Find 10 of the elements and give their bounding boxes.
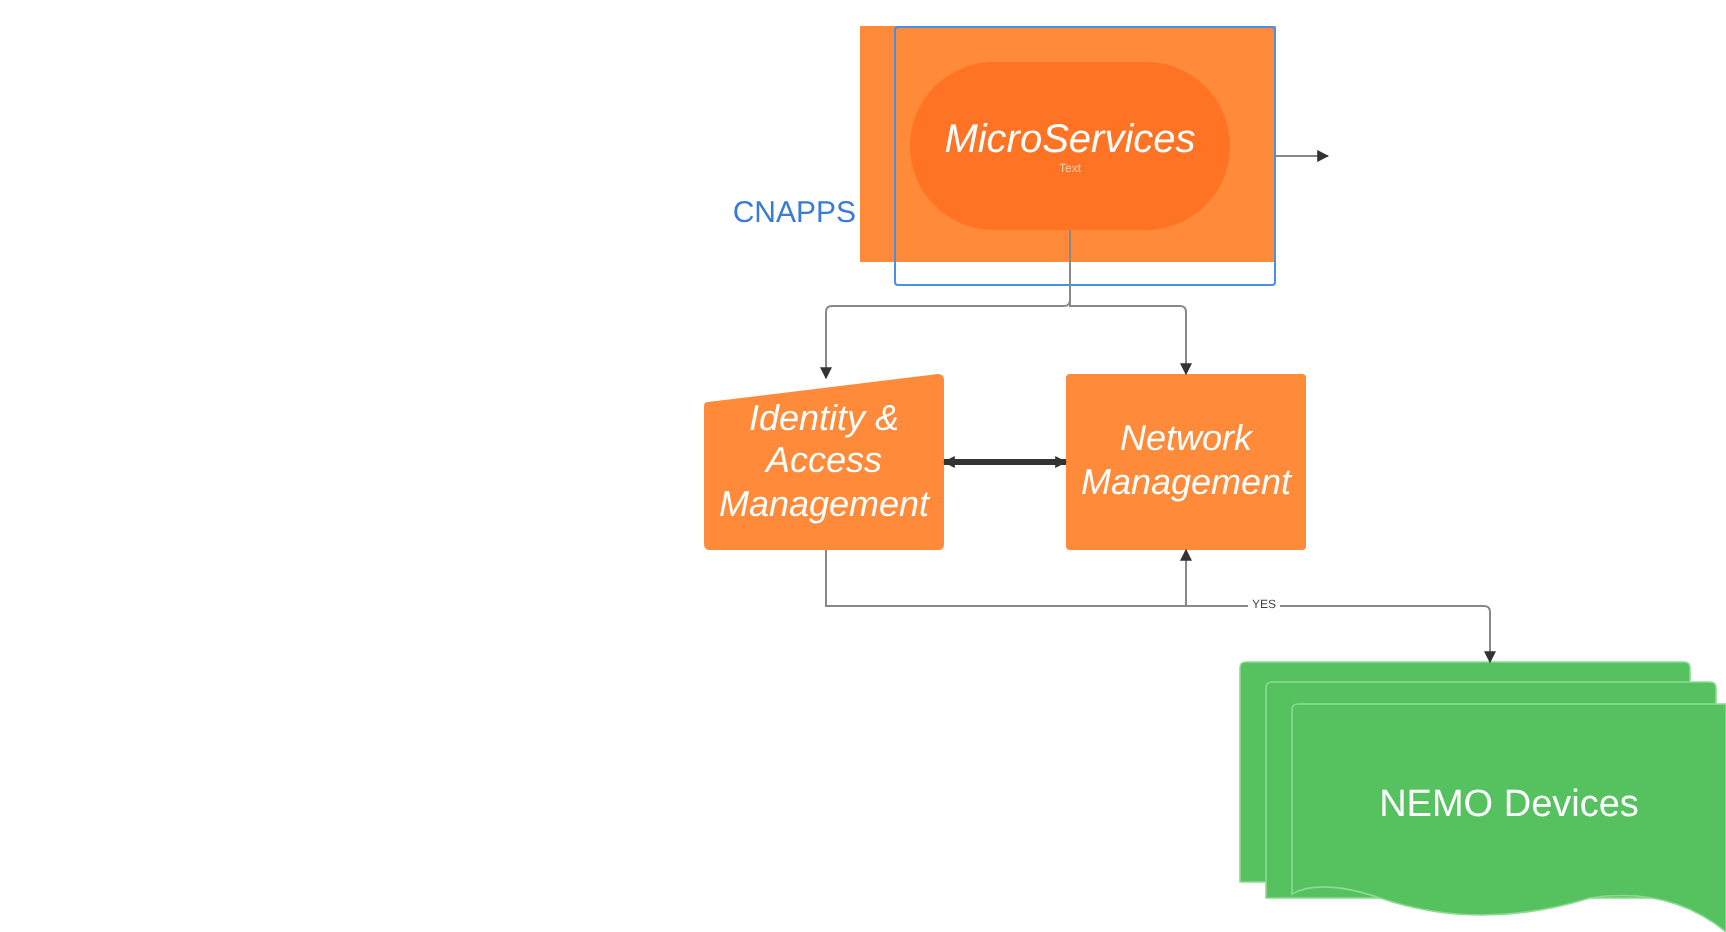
manual-input-shape [704, 374, 944, 550]
multi-document-shape [1240, 662, 1726, 932]
container-label: CNAPPS [732, 196, 856, 230]
node-label: Identity & Access Management [716, 397, 932, 527]
node-label: MicroServices [942, 116, 1198, 163]
connector-arrow [1275, 150, 1330, 162]
connector-arrow [942, 456, 1068, 468]
node-label: NEMO Devices [1377, 784, 1641, 830]
node-label: Network Management [1078, 418, 1294, 506]
process-box [1066, 374, 1306, 550]
